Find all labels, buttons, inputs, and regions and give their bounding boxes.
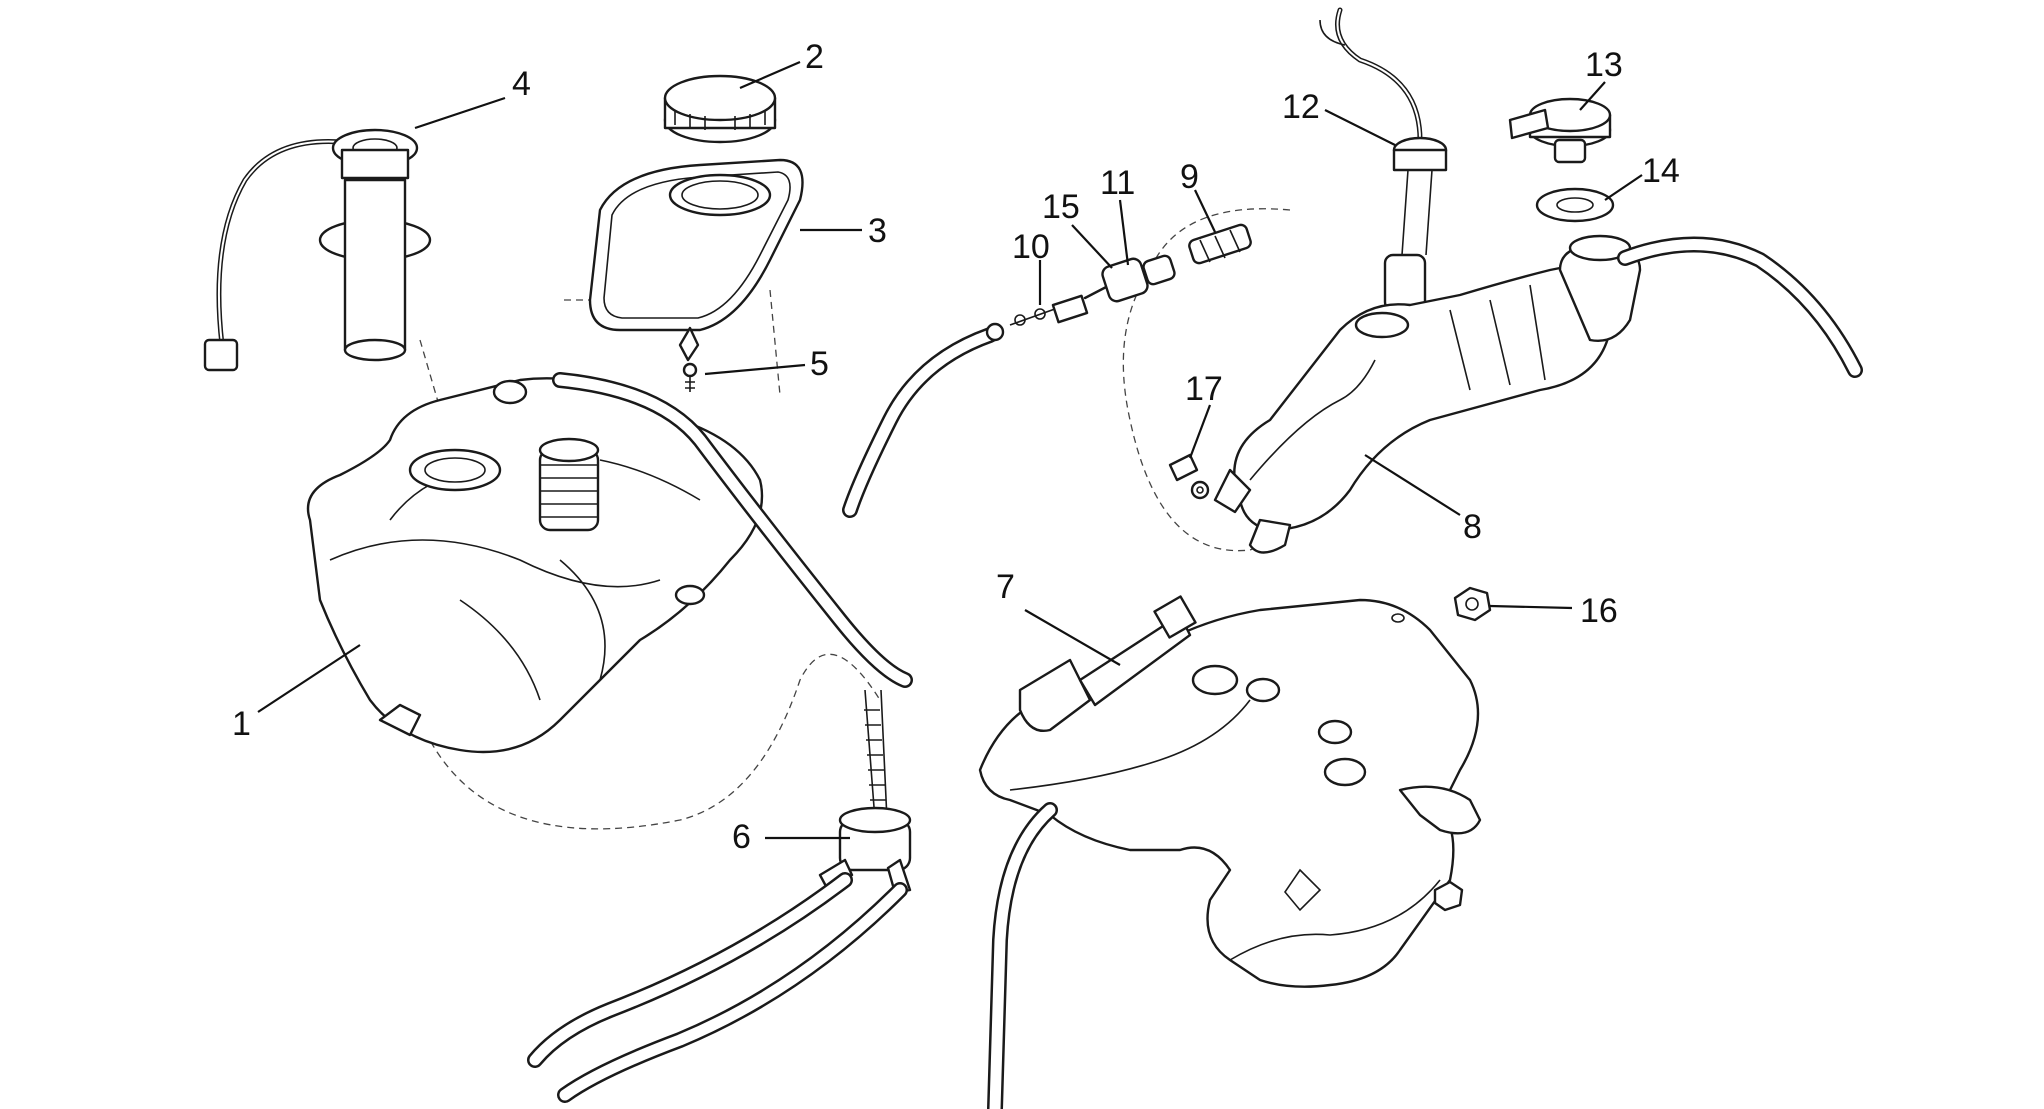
callout-12: 12 [1282, 88, 1320, 126]
bolt-washer [1168, 453, 1210, 500]
callout-17: 17 [1185, 370, 1223, 408]
callout-6: 6 [732, 818, 751, 856]
callout-1: 1 [232, 705, 251, 743]
callout-13: 13 [1585, 46, 1623, 84]
oil-level-sensor [1319, 7, 1448, 312]
nut [1433, 586, 1492, 912]
callout-4: 4 [512, 65, 531, 103]
filler-cap [663, 74, 777, 144]
callout-5: 5 [810, 345, 829, 383]
petcock-hoses [527, 872, 908, 1103]
oil-hose [1617, 236, 1863, 378]
drain-hose [987, 802, 1058, 1109]
filler-trim-frame [588, 158, 804, 362]
oil-filler-cap [1508, 97, 1612, 164]
mounting-tray [978, 595, 1482, 988]
callout-10: 10 [1012, 228, 1050, 266]
fuel-tank [306, 377, 764, 754]
leader-lines [257, 60, 1643, 840]
callout-7: 7 [996, 568, 1015, 606]
callout-8: 8 [1463, 508, 1482, 546]
callout-2: 2 [805, 38, 824, 76]
inline-fitting [842, 223, 1252, 518]
callout-15: 15 [1042, 188, 1080, 226]
vent-hose [552, 372, 913, 688]
callout-labels: 1 2 3 4 5 6 7 8 9 10 11 12 13 14 15 16 1… [232, 38, 1680, 856]
callout-11: 11 [1100, 164, 1135, 202]
cap-seal [1535, 187, 1615, 223]
callout-16: 16 [1580, 592, 1618, 630]
callout-9: 9 [1180, 158, 1199, 196]
callout-3: 3 [868, 212, 887, 250]
callout-14: 14 [1642, 152, 1680, 190]
fuel-level-sender [203, 128, 432, 372]
screw [682, 362, 698, 392]
fuel-petcock [818, 689, 912, 895]
oil-tank [1213, 234, 1642, 554]
